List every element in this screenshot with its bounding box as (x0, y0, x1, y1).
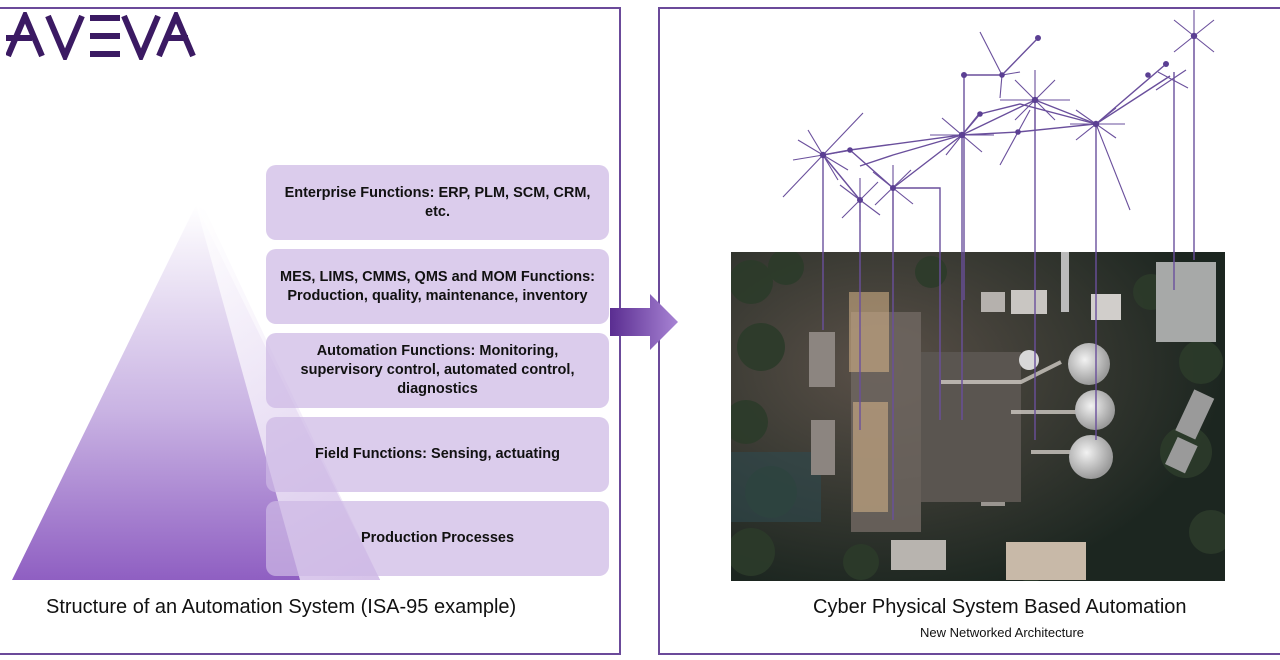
arrow-right-icon (610, 294, 678, 350)
level-production-processes: Production Processes (266, 501, 609, 576)
level-mes-functions: MES, LIMS, CMMS, QMS and MOM Functions: … (266, 249, 609, 324)
aveva-logo (6, 12, 196, 60)
industrial-plant-aerial-image (731, 252, 1225, 581)
left-caption: Structure of an Automation System (ISA-9… (46, 596, 517, 618)
right-subcaption: New Networked Architecture (920, 625, 1085, 640)
level-automation-functions: Automation Functions: Monitoring, superv… (266, 333, 609, 408)
right-caption: Cyber Physical System Based Automation (813, 596, 1187, 618)
level-field-functions: Field Functions: Sensing, actuating (266, 417, 609, 492)
cyber-physical-network (782, 10, 1215, 520)
level-enterprise-functions: Enterprise Functions: ERP, PLM, SCM, CRM… (266, 165, 609, 240)
